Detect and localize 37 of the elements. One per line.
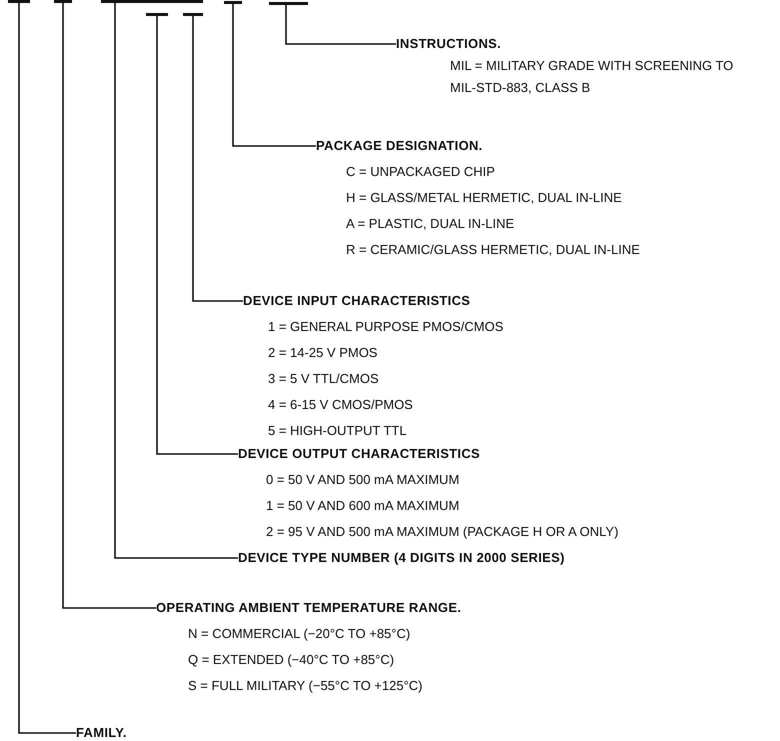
field-heading: INSTRUCTIONS.: [396, 35, 502, 53]
code-description: H = GLASS/METAL HERMETIC, DUAL IN-LINE: [345, 189, 623, 207]
field-heading: DEVICE OUTPUT CHARACTERISTICS: [238, 445, 481, 463]
code-description: N = COMMERCIAL (−20°C TO +85°C): [187, 625, 412, 643]
field-heading: DEVICE INPUT CHARACTERISTICS: [243, 292, 472, 310]
code-description: 3 = 5 V TTL/CMOS: [267, 370, 380, 388]
code-description: 0 = 50 V AND 500 mA MAXIMUM: [265, 471, 460, 489]
field-heading: DEVICE TYPE NUMBER (4 DIGITS IN 2000 SERIES): [238, 549, 565, 567]
code-description: Q = EXTENDED (−40°C TO +85°C): [187, 651, 396, 669]
code-description: 5 = HIGH-OUTPUT TTL: [267, 422, 408, 440]
bracket-bar: [224, 1, 242, 4]
code-description: 1 = 50 V AND 600 mA MAXIMUM: [265, 497, 460, 515]
bracket-bar: [269, 2, 308, 5]
leader-line: [192, 16, 243, 302]
bracket-bar: [8, 0, 30, 3]
leader-line: [18, 3, 76, 734]
bracket-bar: [146, 13, 168, 16]
code-description: C = UNPACKAGED CHIP: [345, 163, 496, 181]
code-description: A = PLASTIC, DUAL IN-LINE: [345, 215, 516, 233]
bracket-bar: [183, 13, 203, 16]
field-heading: FAMILY.: [76, 724, 127, 741]
leader-line: [114, 3, 238, 559]
code-description: R = CERAMIC/GLASS HERMETIC, DUAL IN-LINE: [345, 241, 640, 259]
code-description: 1 = GENERAL PURPOSE PMOS/CMOS: [267, 318, 504, 336]
bracket-bar: [54, 0, 72, 3]
leader-line: [285, 5, 396, 45]
leader-line: [156, 16, 238, 455]
code-description: S = FULL MILITARY (−55°C TO +125°C): [187, 677, 424, 695]
code-description: 2 = 95 V AND 500 mA MAXIMUM (PACKAGE H OR A ONLY): [265, 523, 618, 541]
field-heading: OPERATING AMBIENT TEMPERATURE RANGE.: [156, 599, 462, 617]
code-description: 2 = 14-25 V PMOS: [267, 344, 378, 362]
code-description: MIL = MILITARY GRADE WITH SCREENING TO MIL-STD-883, CLASS B: [449, 57, 734, 97]
field-heading: PACKAGE DESIGNATION.: [316, 137, 484, 155]
leader-line: [232, 4, 316, 147]
bracket-bar: [101, 0, 203, 3]
leader-line: [62, 3, 156, 609]
code-description: 4 = 6-15 V CMOS/PMOS: [267, 396, 414, 414]
